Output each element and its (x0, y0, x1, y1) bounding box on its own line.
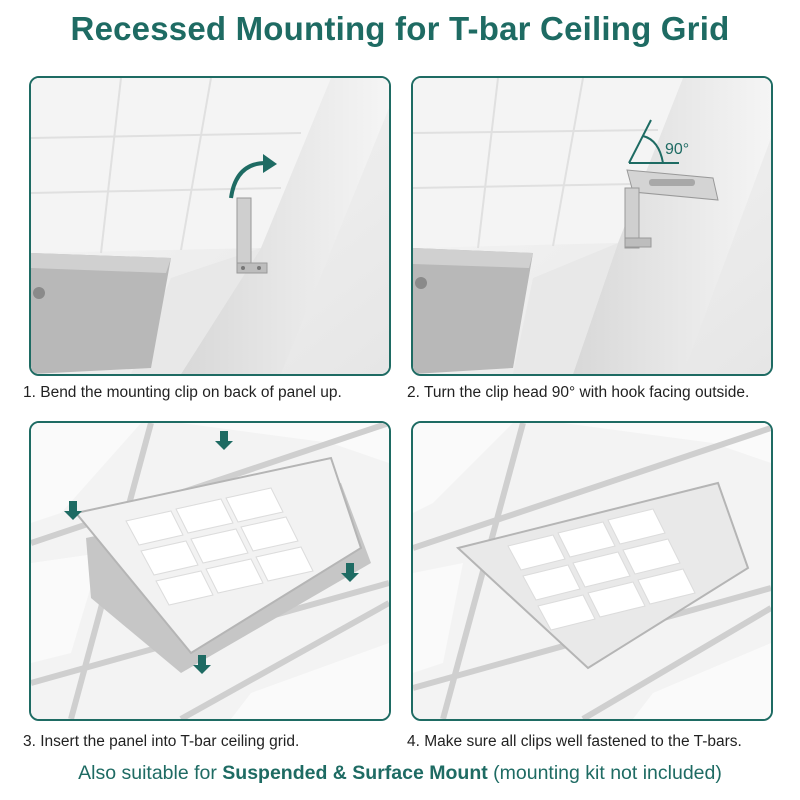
panel-grid (507, 508, 696, 631)
down-arrow-icon (64, 501, 82, 520)
step-1-illustration (31, 78, 389, 374)
step-3-image (29, 421, 391, 721)
right-angle-arc-icon (628, 119, 679, 164)
step-4-illustration (413, 423, 771, 719)
mounting-clip (236, 197, 268, 274)
step-3-caption: 3. Insert the panel into T-bar ceiling g… (23, 733, 300, 750)
step-2-image: 90° (411, 76, 773, 376)
mounting-clip (624, 169, 719, 249)
step-4-caption: 4. Make sure all clips well fastened to … (407, 733, 742, 750)
step-1-image (29, 76, 391, 376)
step-4-image (411, 421, 773, 721)
footer-prefix: Also suitable for (78, 762, 223, 784)
footer-note: Also suitable for Suspended & Surface Mo… (0, 762, 800, 785)
step-1-caption: 1. Bend the mounting clip on back of pan… (23, 384, 342, 401)
step-2-illustration: 90° (413, 78, 771, 374)
angle-label: 90° (665, 141, 689, 158)
footer-highlight: Suspended & Surface Mount (222, 762, 488, 784)
step-3-illustration (31, 423, 389, 719)
step-2-caption: 2. Turn the clip head 90° with hook faci… (407, 384, 750, 401)
down-arrow-icon (341, 563, 359, 582)
down-arrow-icon (215, 431, 233, 450)
down-arrow-icon (193, 655, 211, 674)
footer-suffix: (mounting kit not included) (487, 762, 722, 784)
page-title: Recessed Mounting for T-bar Ceiling Grid (70, 10, 730, 47)
curved-arrow-icon (229, 161, 267, 199)
panel-grid (125, 487, 314, 606)
